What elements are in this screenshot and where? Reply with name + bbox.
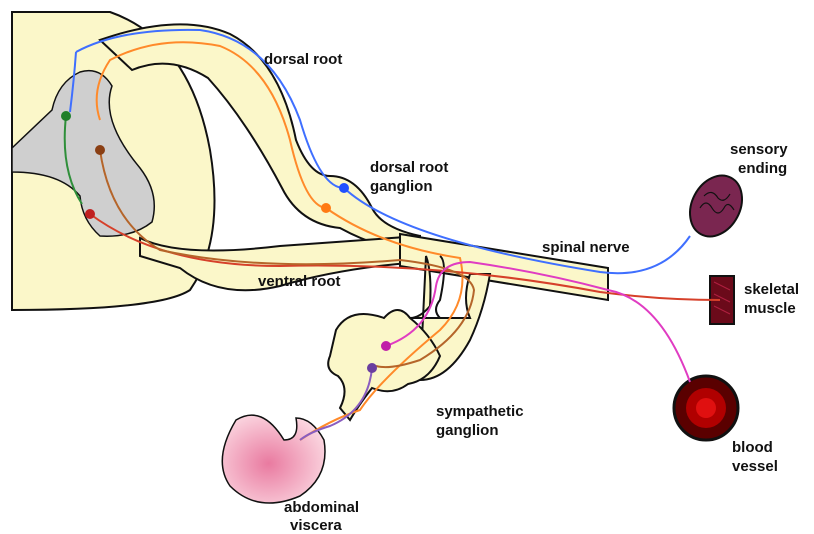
label-skeletal-muscle-1: skeletal: [744, 281, 799, 298]
label-sympathetic-ganglion-1: sympathetic: [436, 403, 524, 420]
sensory-visceral-cell: [321, 203, 331, 213]
label-spinal-nerve: spinal nerve: [542, 239, 630, 256]
abdominal-viscera: [222, 415, 325, 503]
interneuron-cell: [61, 111, 71, 121]
label-abdominal-viscera-1: abdominal: [284, 499, 359, 516]
postganglionic-cell: [381, 341, 391, 351]
label-blood-vessel-1: blood: [732, 439, 773, 456]
label-sympathetic-ganglion-2: ganglion: [436, 422, 499, 439]
label-abdominal-viscera-2: viscera: [290, 517, 342, 534]
sensory-ending: [680, 166, 752, 245]
sensory-somatic-cell: [339, 183, 349, 193]
label-sensory-ending-1: sensory: [730, 141, 788, 158]
motor-neuron-cell: [85, 209, 95, 219]
visceral-efferent-cell: [367, 363, 377, 373]
label-sensory-ending-2: ending: [738, 160, 787, 177]
label-dorsal-root-ganglion-2: ganglion: [370, 178, 433, 195]
label-blood-vessel-2: vessel: [732, 458, 778, 475]
label-ventral-root: ventral root: [258, 273, 341, 290]
label-skeletal-muscle-2: muscle: [744, 300, 796, 317]
label-dorsal-root: dorsal root: [264, 51, 342, 68]
label-dorsal-root-ganglion-1: dorsal root: [370, 159, 448, 176]
preganglionic-cell: [95, 145, 105, 155]
